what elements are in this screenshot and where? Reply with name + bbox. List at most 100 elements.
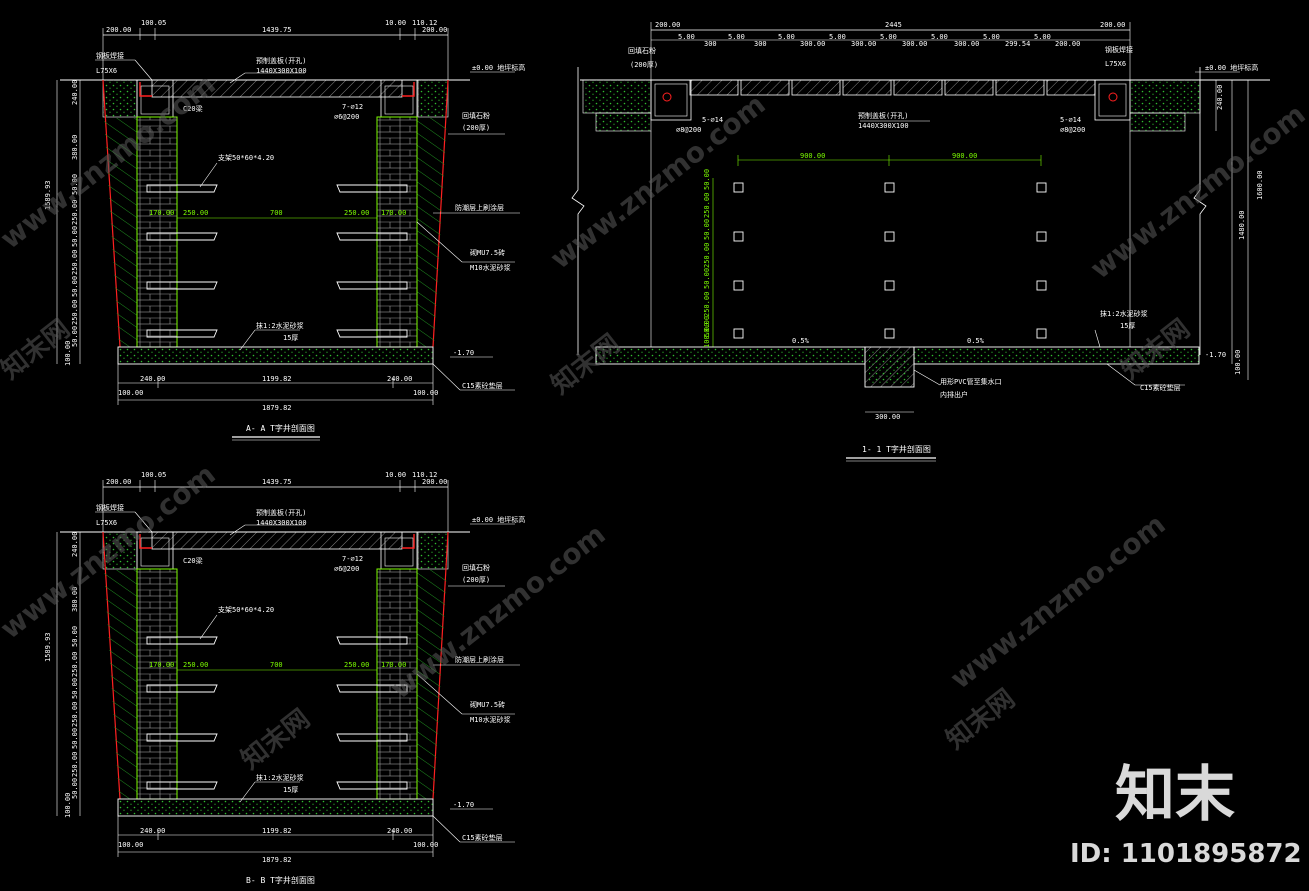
section-bb-texts: 200.00 100.05 1439.75 10.00 110.12 200.0… — [44, 471, 525, 885]
section-aa: 200.00 100.05 1439.75 10.00 110.12 200.0… — [44, 19, 525, 441]
section-11-texts: 200.00 2445 200.00 5.00 5.00 5.00 5.00 5… — [628, 21, 1264, 454]
bb-edge-left: 100.00 — [118, 841, 143, 849]
s11-rebar-left-mark — [662, 92, 672, 102]
aa-wall: 砌MU7.5砖 — [470, 248, 505, 257]
s11-right-dim-3: 1480.00 — [1238, 210, 1246, 240]
bb-top-dim-1: 200.00 — [106, 478, 131, 486]
s11-backfill-left — [582, 79, 652, 114]
s11-cover-size: 1440X300X100 — [858, 122, 909, 130]
aa-top-dim-1: 200.00 — [106, 26, 131, 34]
s11-left-dim-2: 250.00 — [703, 193, 711, 218]
bb-edge-right: 100.00 — [413, 841, 438, 849]
bb-left-dim-2: 380.00 — [71, 587, 79, 612]
bb-top-dim-3: 1439.75 — [262, 478, 292, 486]
bb-floor-thk: 15厚 — [283, 786, 298, 794]
aa-bottom-dim-1: 240.00 — [140, 375, 165, 383]
s11-piece-8: 200.00 — [1055, 40, 1080, 48]
s11-depth: -1.70 — [1205, 351, 1226, 359]
bb-floor-plaster: 抹1:2水泥砂浆 — [256, 773, 304, 782]
aa-top-dim-6: 200.00 — [422, 26, 447, 34]
s11-piece-7: 299.54 — [1005, 40, 1030, 48]
s11-slab: C15素砼垫层 — [1140, 383, 1181, 392]
aa-stirrup: ⌀6@200 — [334, 113, 359, 121]
aa-left-dims: 240.00 380.00 50.00 250.00 50.00 250.00 … — [64, 80, 79, 366]
s11-angle: L75X6 — [1105, 60, 1126, 68]
s11-left-dim-1: 50.00 — [703, 169, 711, 190]
aa-ground: ±0.00 地坪标高 — [472, 63, 525, 72]
aa-top-dim-4: 10.00 — [385, 19, 406, 27]
aa-left-dim-1: 240.00 — [71, 80, 79, 105]
s11-break-left — [571, 67, 585, 355]
s11-top-end-left: 200.00 — [655, 21, 680, 29]
aa-rebar: 7-⌀12 — [342, 103, 363, 111]
bb-total-height: 1589.93 — [44, 632, 52, 662]
s11-piece-2: 300 — [754, 40, 767, 48]
watermark-brand-4: 知末网 — [236, 704, 316, 776]
aa-floor-thk: 15厚 — [283, 334, 298, 342]
s11-floor-plaster: 抹1:2水泥砂浆 — [1100, 309, 1148, 318]
bb-inner-dim-4: 250.00 — [344, 661, 369, 669]
bb-bottom-dim-2: 1199.82 — [262, 827, 292, 835]
aa-backfill: 回填石粉 — [462, 111, 490, 120]
bb-left-dim-5: 50.00 — [71, 678, 79, 699]
s11-top-end-right: 200.00 — [1100, 21, 1125, 29]
bb-backfill-thk: (200厚) — [462, 576, 490, 584]
s11-left-dim-6: 250.00 — [703, 292, 711, 317]
s11-slope-left: 0.5% — [792, 337, 810, 345]
aa-left-dim-7: 50.00 — [71, 276, 79, 297]
bb-top-dim-5: 110.12 — [412, 471, 437, 479]
section-11: 200.00 2445 200.00 5.00 5.00 5.00 5.00 5… — [571, 21, 1270, 462]
aa-inner-dim-1: 170.00 — [149, 209, 174, 217]
s11-break-right — [1193, 67, 1207, 355]
aa-edge-left: 100.00 — [118, 389, 143, 397]
s11-rebar-right: 5-⌀14 — [1060, 116, 1081, 124]
s11-right-dim-4: 100.00 — [1234, 350, 1242, 375]
s11-stirrup-right: ⌀8@200 — [1060, 126, 1085, 134]
aa-left-dim-8: 250.00 — [71, 300, 79, 325]
s11-gap-5: 5.00 — [880, 33, 897, 41]
aa-left-dim-6: 250.00 — [71, 250, 79, 275]
watermark-brand-5: 知末网 — [941, 684, 1021, 756]
watermark-text-6: www.znzmo.com — [944, 508, 1172, 696]
bb-left-dim-4: 250.00 — [71, 652, 79, 677]
aa-bracket: 支架50*60*4.20 — [218, 153, 274, 162]
s11-slab-leader — [1106, 363, 1136, 386]
s11-gap-7: 5.00 — [983, 33, 1000, 41]
s11-plaster-leader — [1094, 329, 1101, 348]
aa-depth: -1.70 — [453, 349, 474, 357]
aa-slab: C15素砼垫层 — [462, 381, 503, 390]
s11-right-dim-2: 1600.00 — [1256, 170, 1264, 200]
aa-title: A- A T字井剖面图 — [246, 423, 315, 433]
s11-spacing-1: 900.00 — [800, 152, 825, 160]
s11-piece-4: 300.00 — [851, 40, 876, 48]
aa-left-dim-2: 380.00 — [71, 135, 79, 160]
s11-drain: 用形PVC管至集水口 — [940, 377, 1002, 386]
aa-inner-dim-5: 170.00 — [381, 209, 406, 217]
bb-left-dim-7: 50.00 — [71, 728, 79, 749]
s11-cover: 预制盖板(开孔) — [858, 111, 908, 120]
aa-left-dim-5: 50.00 — [71, 226, 79, 247]
s11-stirrup-left: ⌀8@200 — [676, 126, 701, 134]
bb-cover-size: 1440X300X100 — [256, 519, 307, 527]
bb-ground: ±0.00 地坪标高 — [472, 515, 525, 524]
aa-angle-lead: 钢板焊接 — [96, 51, 124, 60]
s11-drain2: 内排出户 — [940, 390, 968, 399]
bb-backfill: 回填石粉 — [462, 563, 490, 572]
bb-bottom-dim-1: 240.00 — [140, 827, 165, 835]
bb-left-dim-3: 50.00 — [71, 626, 79, 647]
aa-floor-plaster: 抹1:2水泥砂浆 — [256, 321, 304, 330]
aa-top-dim-5: 110.12 — [412, 19, 437, 27]
bb-bottom-dim-3: 240.00 — [387, 827, 412, 835]
aa-inner-dim-4: 250.00 — [344, 209, 369, 217]
s11-piece-5: 300.00 — [902, 40, 927, 48]
watermark-layer: www.znzmo.com www.znzmo.com www.znzmo.co… — [0, 68, 1309, 776]
s11-left-dims: 50.00 250.00 50.00 250.00 50.00 250.00 5… — [703, 169, 711, 348]
bb-left-dim-8: 250.00 — [71, 752, 79, 777]
s11-gap-6: 5.00 — [931, 33, 948, 41]
s11-drain-width: 300.00 — [875, 413, 900, 421]
s11-left-dim-7: 50.00 — [703, 316, 711, 337]
aa-mortar: M10水泥砂浆 — [470, 263, 511, 272]
s11-backfill: 回填石粉 — [628, 46, 656, 55]
s11-floor-thk: 15厚 — [1120, 322, 1135, 330]
